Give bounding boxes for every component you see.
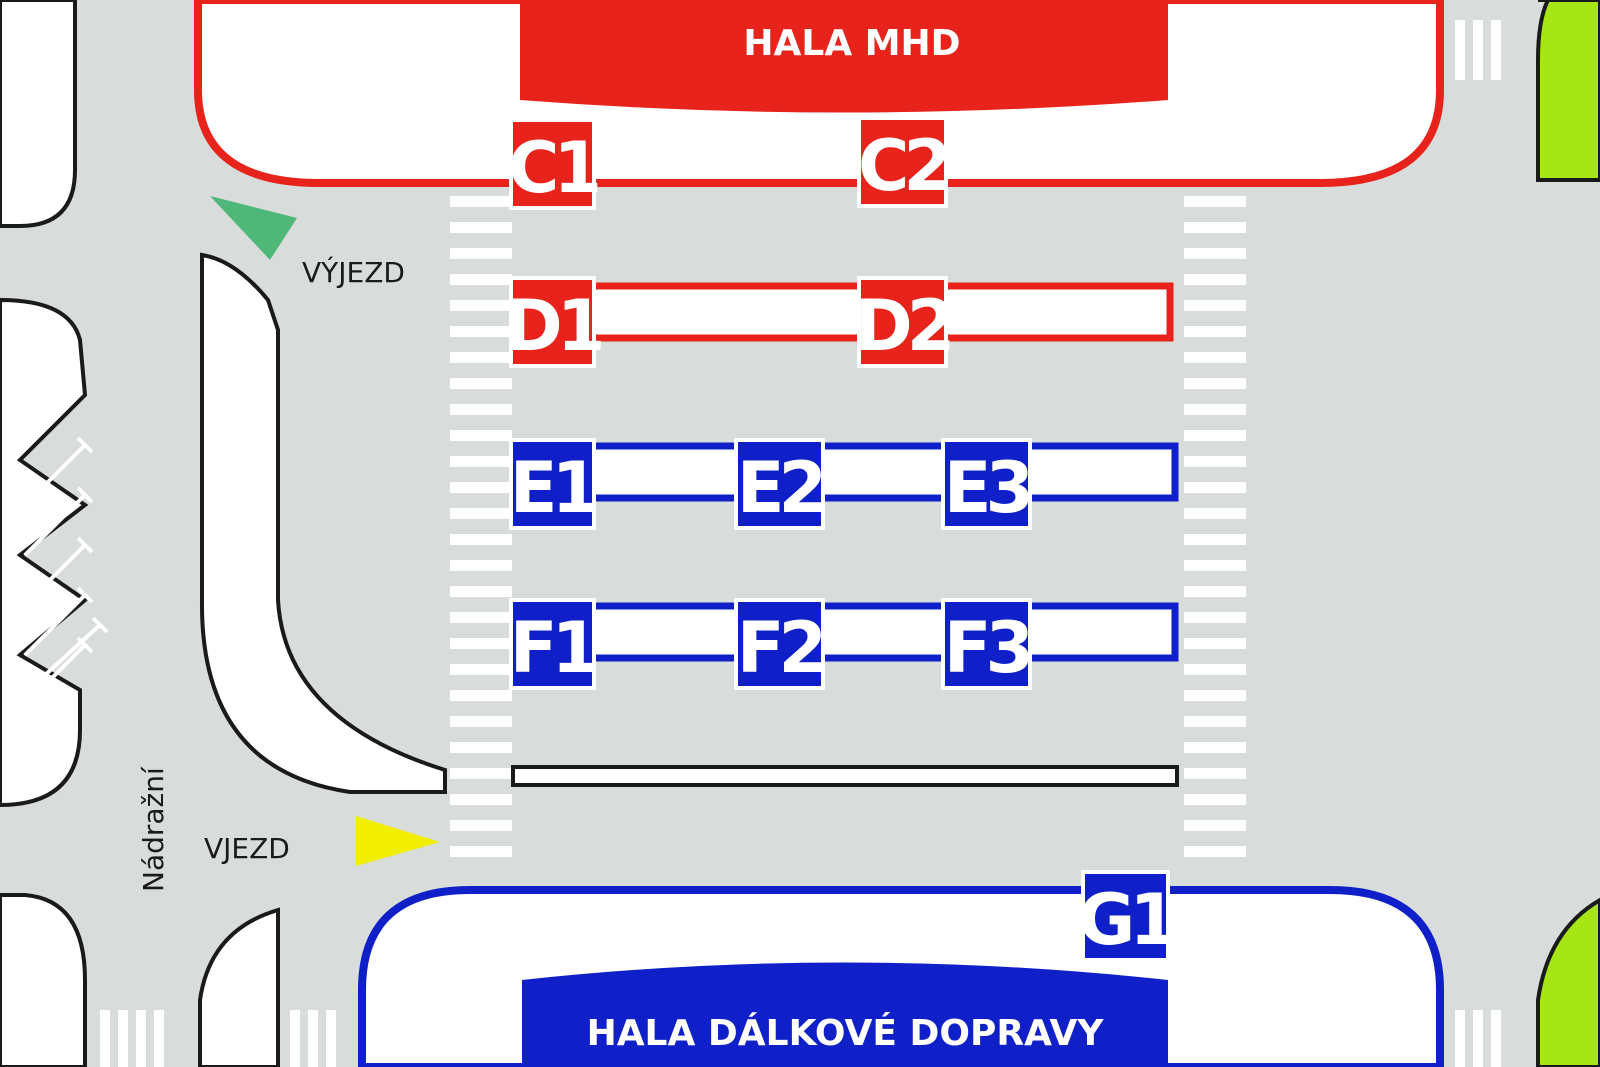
bay-e1-label: E1 [510, 447, 596, 529]
crosswalk-left [450, 196, 512, 857]
bay-c1: C1 [508, 118, 603, 210]
bay-c1-label: C1 [508, 127, 597, 209]
bay-f1: F1 [509, 598, 602, 690]
hall-dalkove-label: HALA DÁLKOVÉ DOPRAVY [587, 1012, 1105, 1054]
bay-d2-label: D2 [855, 285, 950, 367]
bay-f3: F3 [941, 598, 1036, 690]
left-block-top [0, 0, 77, 228]
crosswalk-bottom-right [1455, 1010, 1501, 1067]
left-block-bottom [0, 893, 87, 1067]
crosswalk-bottom-left [100, 1010, 336, 1067]
bay-c2-label: C2 [858, 125, 946, 207]
platform-empty [511, 765, 1179, 787]
crosswalk-top-right [1455, 20, 1501, 80]
parking-marks [23, 436, 109, 707]
exit-label: VÝJEZD [302, 255, 405, 289]
bay-e3: E3 [941, 438, 1036, 530]
hall-mhd-label: HALA MHD [743, 23, 960, 64]
bay-g1: G1 [1078, 870, 1179, 962]
bay-c2: C2 [857, 116, 952, 208]
traffic-island-bottom-left [198, 907, 280, 1067]
green-area-top-right [1536, 0, 1600, 182]
bay-f2-label: F2 [737, 607, 822, 689]
platform-e [516, 442, 1179, 502]
green-area-bottom-right [1536, 897, 1600, 1067]
bay-f2: F2 [734, 598, 828, 690]
platform-d [516, 282, 1174, 342]
platform-f [516, 602, 1179, 662]
hall-mhd [520, 0, 1168, 113]
bay-f3-label: F3 [944, 607, 1030, 689]
bay-d1: D1 [505, 276, 607, 368]
street-name-label: Nádražní [137, 766, 170, 892]
bay-f1-label: F1 [510, 607, 596, 689]
entry-label: VJEZD [204, 832, 290, 865]
left-block-middle [0, 297, 89, 808]
bay-e2: E2 [734, 438, 828, 530]
exit-arrow-icon [210, 196, 297, 260]
hall-dalkove [522, 962, 1168, 1067]
bay-g1-label: G1 [1078, 879, 1173, 961]
entry-arrow-icon [356, 816, 440, 866]
bay-e3-label: E3 [944, 447, 1030, 529]
traffic-island-left [199, 252, 447, 794]
bay-d1-label: D1 [505, 285, 601, 367]
bay-e2-label: E2 [737, 447, 822, 529]
bay-d2: D2 [855, 276, 956, 368]
bay-e1: E1 [509, 438, 602, 530]
crosswalk-right [1184, 196, 1246, 857]
